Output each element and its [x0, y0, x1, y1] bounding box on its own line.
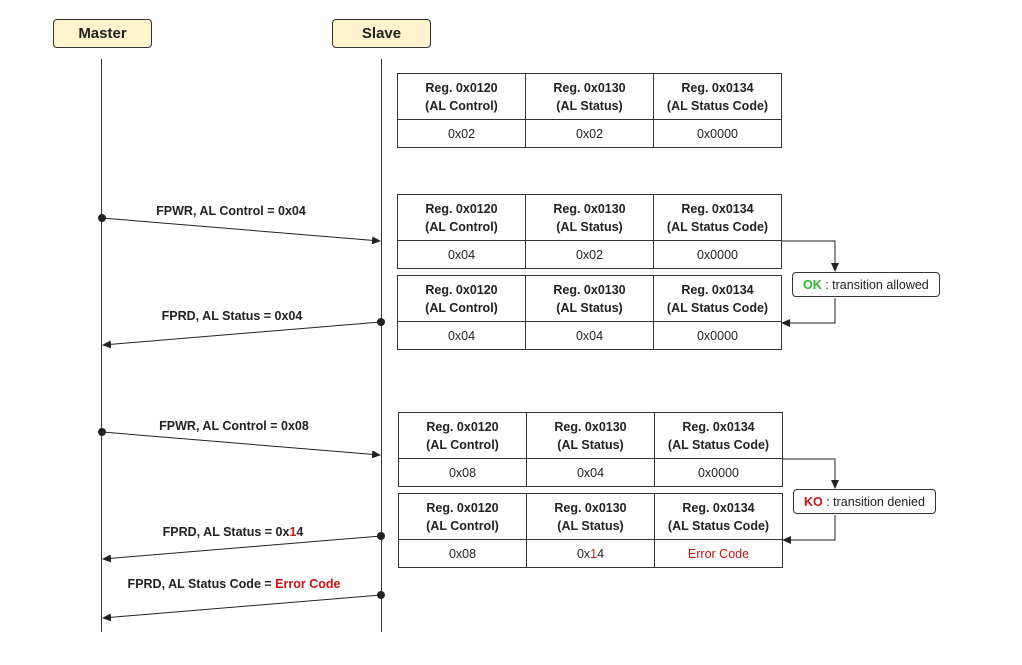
register-table-5: Reg. 0x0120(AL Control) Reg. 0x0130(AL S…: [398, 493, 783, 568]
header-cell: Reg. 0x0130(AL Status): [526, 412, 655, 459]
value-cell: Error Code: [654, 539, 783, 568]
header-cell: Reg. 0x0120(AL Control): [397, 73, 526, 120]
register-table-4: Reg. 0x0120(AL Control) Reg. 0x0130(AL S…: [398, 412, 783, 487]
header-cell: Reg. 0x0120(AL Control): [398, 412, 527, 459]
header-cell: Reg. 0x0120(AL Control): [397, 194, 526, 241]
master-actor: Master: [53, 19, 152, 48]
message-label-3: FPWR, AL Control = 0x08: [159, 419, 309, 433]
message-label-2: FPRD, AL Status = 0x04: [161, 309, 303, 323]
header-cell: Reg. 0x0134(AL Status Code): [653, 275, 782, 322]
message-arrow-4: [102, 532, 385, 563]
slave-lifeline: [381, 59, 382, 632]
connector-ko-out: [782, 515, 836, 544]
header-cell: Reg. 0x0130(AL Status): [525, 73, 654, 120]
register-table-2: Reg. 0x0120(AL Control) Reg. 0x0130(AL S…: [397, 194, 782, 269]
value-cell: 0x0000: [654, 458, 783, 487]
message-label-5: FPRD, AL Status Code = Error Code: [127, 577, 341, 591]
connector-ok-in: [781, 240, 839, 272]
value-cell: 0x02: [525, 240, 654, 269]
value-cell: 0x14: [526, 539, 655, 568]
register-table-1: Reg. 0x0120(AL Control) Reg. 0x0130(AL S…: [397, 73, 782, 148]
header-cell: Reg. 0x0120(AL Control): [398, 493, 527, 540]
header-cell: Reg. 0x0130(AL Status): [525, 275, 654, 322]
message-arrow-2: [102, 318, 385, 349]
header-cell: Reg. 0x0134(AL Status Code): [653, 194, 782, 241]
header-cell: Reg. 0x0134(AL Status Code): [654, 412, 783, 459]
message-arrow-3: [98, 428, 381, 459]
message-label-4: FPRD, AL Status = 0x14: [162, 525, 304, 539]
connector-ok-out: [781, 298, 836, 327]
slave-actor: Slave: [332, 19, 431, 48]
value-cell: 0x08: [398, 458, 527, 487]
value-cell: 0x02: [525, 119, 654, 148]
value-cell: 0x04: [397, 240, 526, 269]
message-arrow-5: [102, 591, 385, 622]
connector-ko-in: [782, 458, 839, 489]
header-cell: Reg. 0x0130(AL Status): [525, 194, 654, 241]
master-lifeline: [101, 59, 102, 632]
transition-ko-note: KO : transition denied: [793, 489, 936, 514]
value-cell: 0x0000: [653, 240, 782, 269]
value-cell: 0x0000: [653, 321, 782, 350]
header-cell: Reg. 0x0120(AL Control): [397, 275, 526, 322]
value-cell: 0x04: [397, 321, 526, 350]
value-cell: 0x08: [398, 539, 527, 568]
value-cell: 0x04: [525, 321, 654, 350]
value-cell: 0x02: [397, 119, 526, 148]
header-cell: Reg. 0x0134(AL Status Code): [654, 493, 783, 540]
message-label-1: FPWR, AL Control = 0x04: [156, 204, 306, 218]
ko-status: KO: [804, 494, 823, 509]
register-table-3: Reg. 0x0120(AL Control) Reg. 0x0130(AL S…: [397, 275, 782, 350]
header-cell: Reg. 0x0130(AL Status): [526, 493, 655, 540]
value-cell: 0x0000: [653, 119, 782, 148]
message-arrow-1: [98, 214, 381, 245]
ok-status: OK: [803, 277, 822, 292]
transition-ok-note: OK : transition allowed: [792, 272, 940, 297]
header-cell: Reg. 0x0134(AL Status Code): [653, 73, 782, 120]
value-cell: 0x04: [526, 458, 655, 487]
